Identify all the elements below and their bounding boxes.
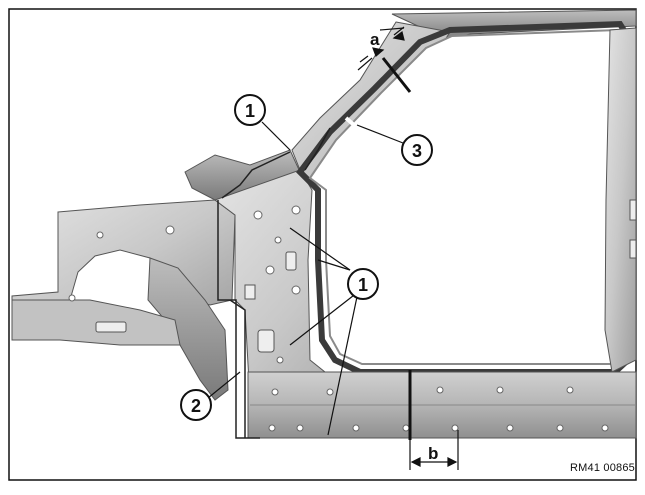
callout-2: 2	[180, 389, 212, 421]
leader-lines	[207, 121, 404, 436]
callout-1-top-label: 1	[245, 101, 255, 121]
reference-code: RM41 00865	[570, 462, 635, 474]
cut-line-3	[344, 116, 364, 134]
callout-2-label: 2	[191, 396, 201, 416]
dimension-b-marks	[409, 430, 459, 470]
door-opening-inner	[308, 28, 624, 365]
callout-1-center-label: 1	[358, 275, 368, 295]
dimension-b-label: b	[428, 444, 438, 463]
callout-3-label: 3	[412, 141, 422, 161]
cut-line-a	[381, 57, 412, 93]
callout-1-top: 1	[234, 94, 266, 126]
wheel-arch	[147, 257, 229, 401]
callout-1-center: 1	[347, 268, 379, 300]
callout-3: 3	[401, 134, 433, 166]
weld-seams	[217, 127, 331, 439]
sill-holes	[68, 205, 609, 432]
panel-details	[95, 199, 637, 353]
dimension-a-label: a	[370, 30, 380, 49]
dimension-a-marks	[357, 26, 405, 71]
